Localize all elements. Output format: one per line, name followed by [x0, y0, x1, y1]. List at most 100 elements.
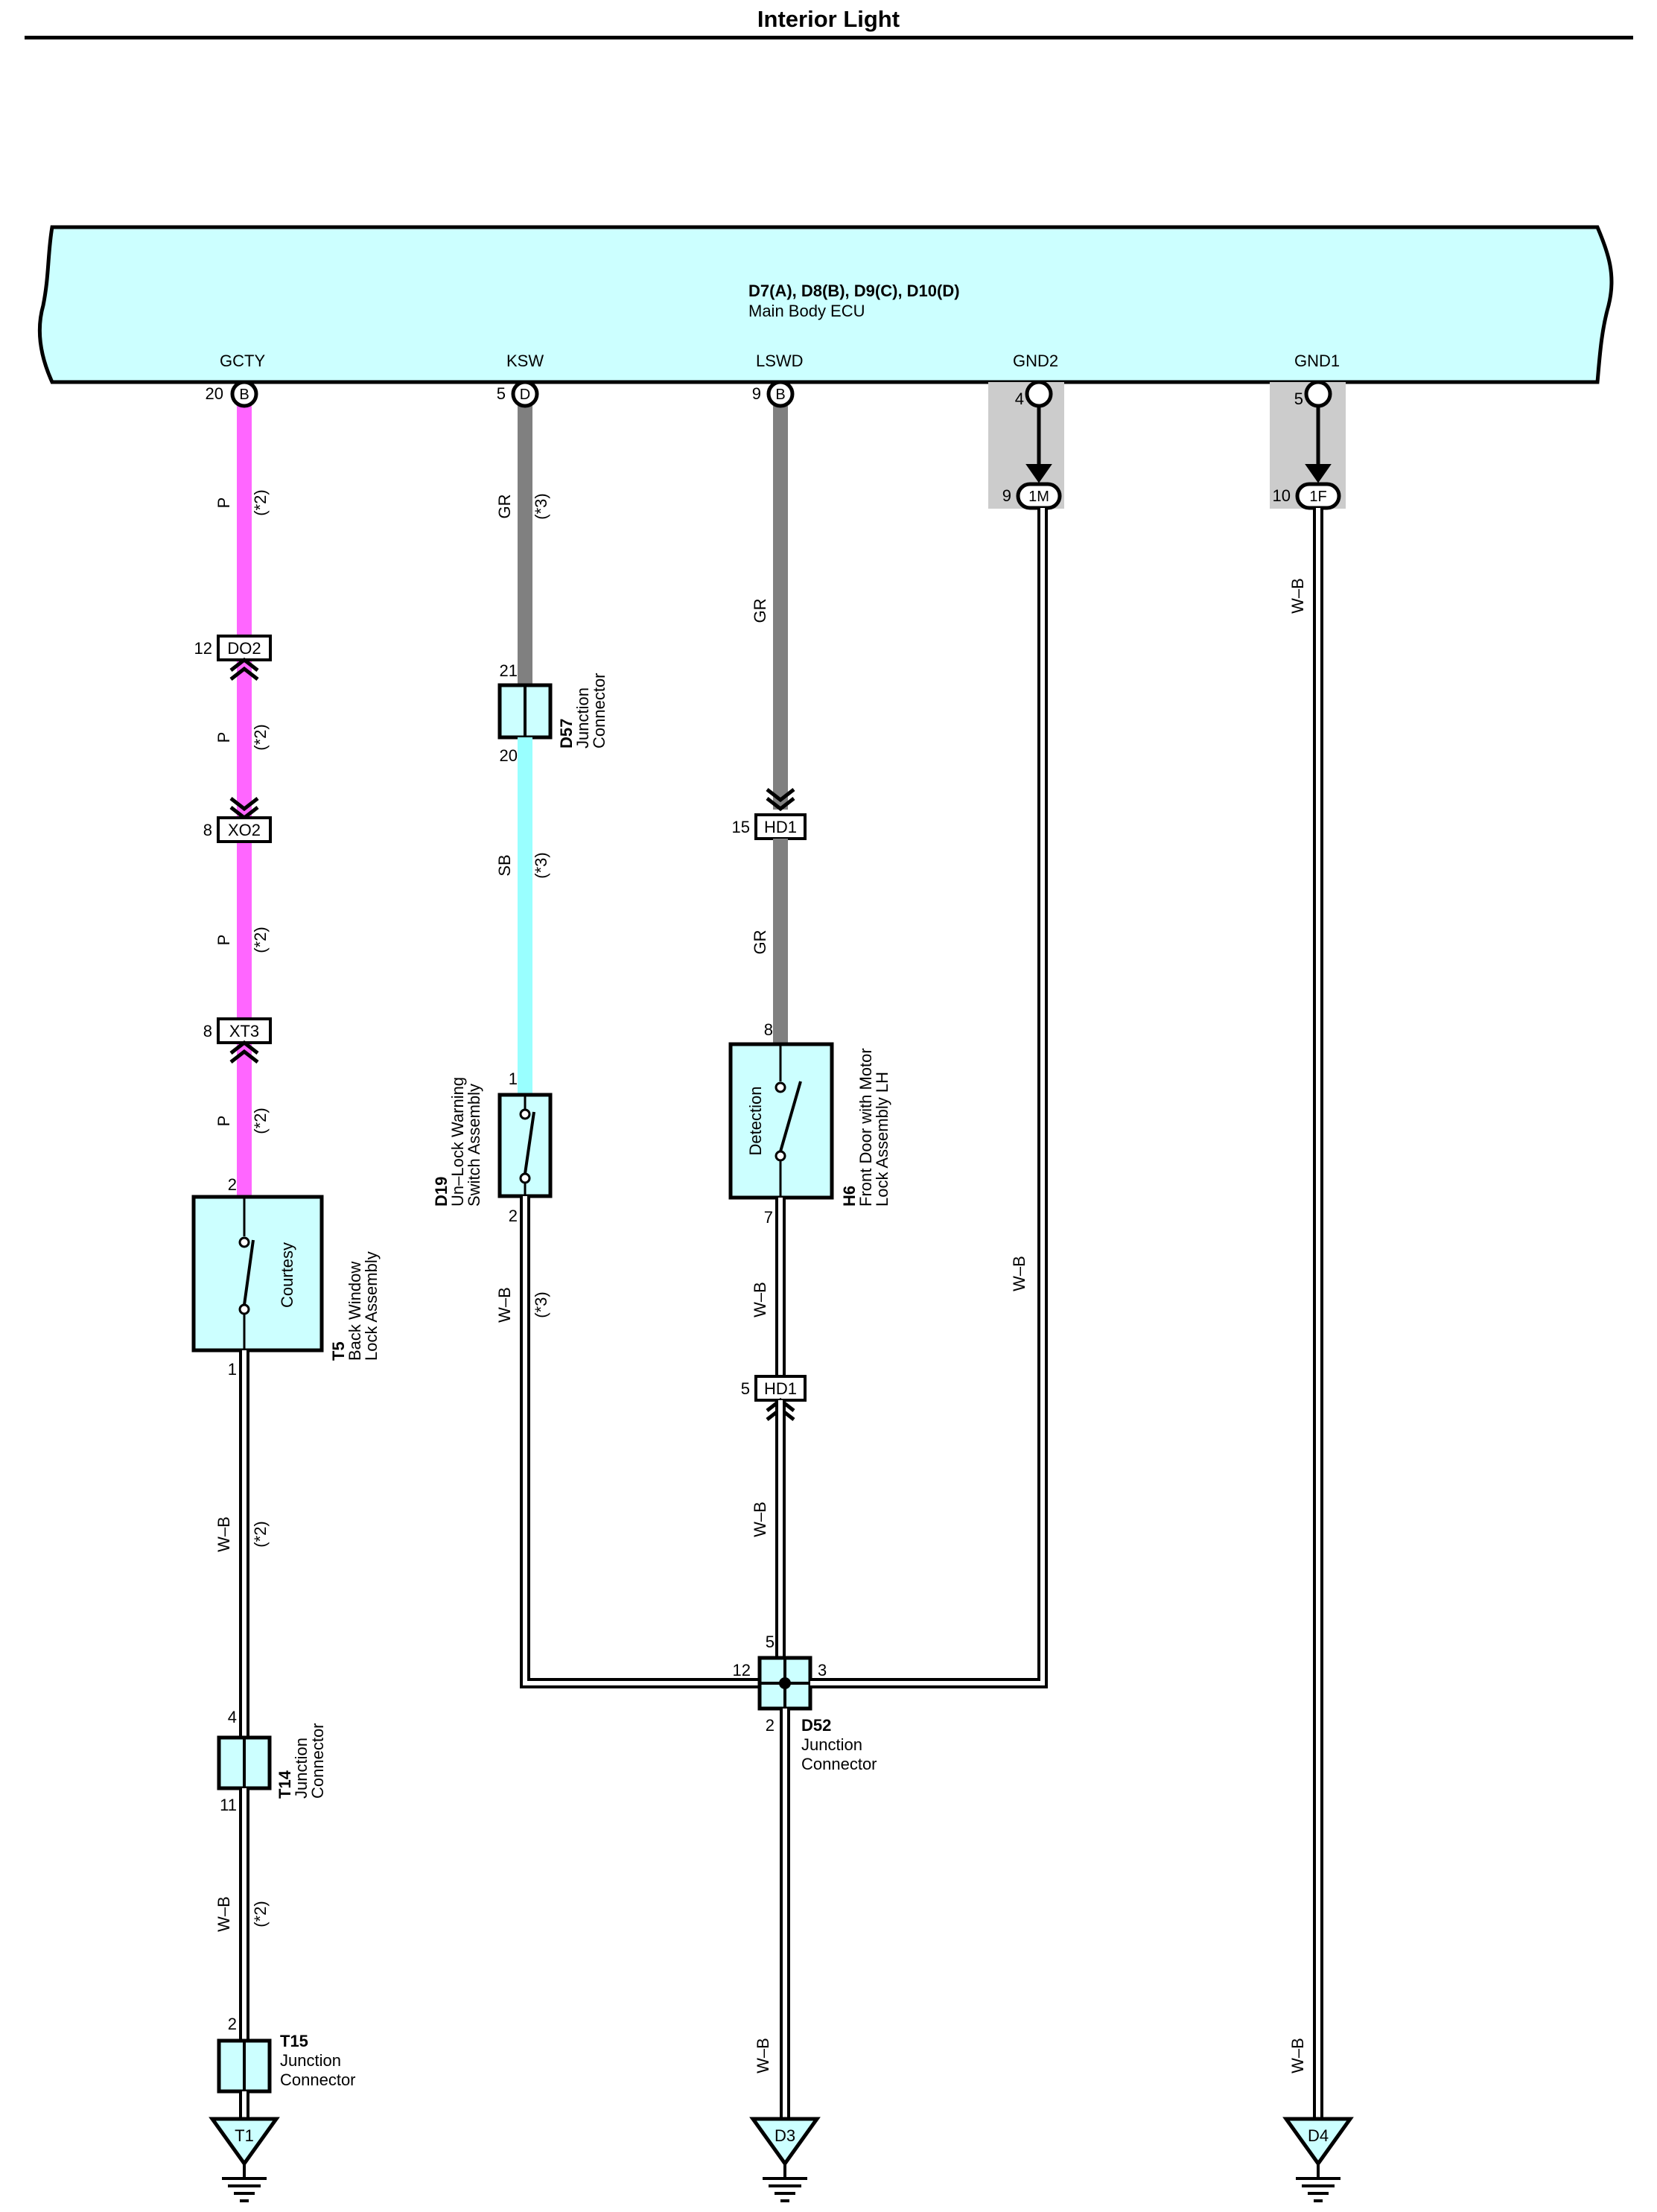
arrow-down-icon: [1305, 464, 1332, 483]
wire-label-p-2: P: [214, 732, 233, 743]
connector-do2-id: DO2: [227, 639, 261, 658]
h6-line2: Lock Assembly LH: [873, 1072, 891, 1207]
gnd2-out-pin: 9: [1002, 486, 1011, 505]
wire-note-5: (*2): [251, 1521, 270, 1547]
wire-note-2: (*2): [251, 724, 270, 750]
d52-pin-bottom: 2: [766, 1716, 775, 1735]
switch-contact-icon: [775, 1081, 786, 1093]
component-t5: [191, 1195, 324, 1353]
d19-line1: Un–Lock Warning: [448, 1077, 467, 1207]
switch-contact-icon: [519, 1172, 531, 1184]
wire-note-6: (*2): [251, 1901, 270, 1927]
connector-hd1-lower-id: HD1: [764, 1379, 797, 1398]
ground-icon: [209, 2117, 280, 2167]
gnd2-connector-circle: [1025, 380, 1053, 408]
ecu-block: [37, 225, 1614, 384]
switch-contact-icon: [519, 1108, 531, 1120]
d57-id: D57: [557, 719, 576, 749]
gnd2-out-conn: 1M: [1028, 489, 1049, 505]
t14-line1: Junction: [292, 1738, 311, 1799]
lswd-conn-letter: B: [775, 387, 785, 403]
gnd1-out-pin: 10: [1273, 486, 1291, 505]
t14-line2: Connector: [308, 1723, 327, 1799]
gnd1-out-conn: 1F: [1309, 489, 1326, 505]
connector-xt3: [217, 1017, 272, 1044]
terminal-gnd2-name: GND2: [1013, 352, 1058, 370]
d19-line2: Switch Assembly: [465, 1084, 483, 1207]
ground-icon: [1282, 2117, 1354, 2167]
gcty-pin: 20: [206, 384, 223, 403]
wire-note-1: (*2): [251, 489, 270, 515]
wire-note-7: (*3): [532, 493, 550, 519]
wire-label-gr-3: GR: [751, 930, 769, 955]
t5-function-label: Courtesy: [278, 1242, 296, 1308]
ground-d4-label: D4: [1308, 2126, 1329, 2145]
h6-id: H6: [840, 1186, 859, 1207]
t5-line2: Lock Assembly: [362, 1251, 381, 1361]
d19-pin-top: 1: [509, 1070, 518, 1088]
ksw-conn-letter: D: [520, 387, 530, 403]
h6-line1: Front Door with Motor: [856, 1048, 875, 1207]
d19-pin-bottom: 2: [509, 1207, 518, 1225]
switch-contact-icon: [238, 1236, 250, 1248]
wire-label-gr-1: GR: [495, 495, 514, 519]
h6-pin-top: 8: [764, 1020, 773, 1039]
splice-dot-icon: [779, 1677, 791, 1689]
gnd1-connector-circle: [1304, 380, 1332, 408]
chevron-up-icon: [229, 1040, 259, 1064]
wire-label-sb: SB: [495, 854, 514, 876]
connector-xt3-pin: 8: [203, 1022, 212, 1040]
gcty-connector-circle: [230, 380, 258, 408]
wire-label-p-3: P: [214, 935, 233, 946]
wire-label-p-1: P: [214, 498, 233, 509]
t14-pin-top: 4: [228, 1708, 237, 1726]
page-title: Interior Light: [757, 6, 900, 32]
ecu-name: Main Body ECU: [748, 302, 865, 320]
lswd-pin: 9: [752, 384, 761, 403]
connector-hd1-upper-pin: 15: [732, 818, 750, 836]
d52-pin-top: 5: [766, 1633, 775, 1651]
d52-line2: Connector: [801, 1755, 877, 1773]
terminal-gcty-name: GCTY: [220, 352, 265, 370]
t5-id: T5: [329, 1341, 348, 1361]
wire-label-wb-4: W–B: [751, 1282, 769, 1318]
wire-note-8: (*3): [532, 852, 550, 878]
t15-line1: Junction: [280, 2051, 341, 2070]
chevron-up-icon: [229, 657, 259, 681]
wire-label-wb-7: W–B: [1010, 1256, 1028, 1291]
connector-xo2-pin: 8: [203, 821, 212, 839]
gcty-conn-letter: B: [239, 387, 249, 403]
t15-pin-top: 2: [228, 2015, 237, 2033]
switch-contact-icon: [775, 1150, 786, 1162]
t14-id: T14: [276, 1770, 294, 1799]
ground-d3-label: D3: [775, 2126, 795, 2145]
title-rule: [25, 36, 1633, 39]
gnd1-pin: 5: [1294, 390, 1303, 408]
ecu-ids: D7(A), D8(B), D9(C), D10(D): [748, 282, 960, 300]
h6-pin-bottom: 7: [764, 1208, 773, 1227]
terminal-ksw-name: KSW: [506, 352, 544, 370]
d52-pin-left: 12: [733, 1661, 751, 1679]
d57-pin-top: 21: [500, 661, 518, 680]
wire-label-wb-5: W–B: [751, 1501, 769, 1537]
ksw-pin: 5: [497, 384, 506, 403]
connector-xo2-id: XO2: [228, 821, 261, 839]
wire-wb-col2: [520, 1196, 760, 1688]
t14-pin-bottom: 11: [220, 1796, 237, 1814]
chevron-down-icon: [766, 788, 795, 812]
wire-label-wb-8: W–B: [1288, 578, 1307, 614]
terminal-gnd1-name: GND1: [1294, 352, 1340, 370]
t15-id: T15: [280, 2032, 308, 2050]
h6-function-label: Detection: [746, 1087, 765, 1156]
connector-hd1-upper: [754, 813, 807, 840]
wire-note-4: (*2): [251, 1107, 270, 1134]
d52-id: D52: [801, 1716, 831, 1735]
switch-blade-icon: [243, 1239, 255, 1306]
wire-label-wb-1: W–B: [214, 1516, 233, 1552]
d19-id: D19: [432, 1177, 451, 1207]
wire-wb-col4: [810, 508, 1048, 1688]
arrow-down-icon: [1025, 464, 1052, 483]
t5-pin-bottom: 1: [228, 1360, 237, 1379]
connector-do2-pin: 12: [194, 639, 212, 658]
